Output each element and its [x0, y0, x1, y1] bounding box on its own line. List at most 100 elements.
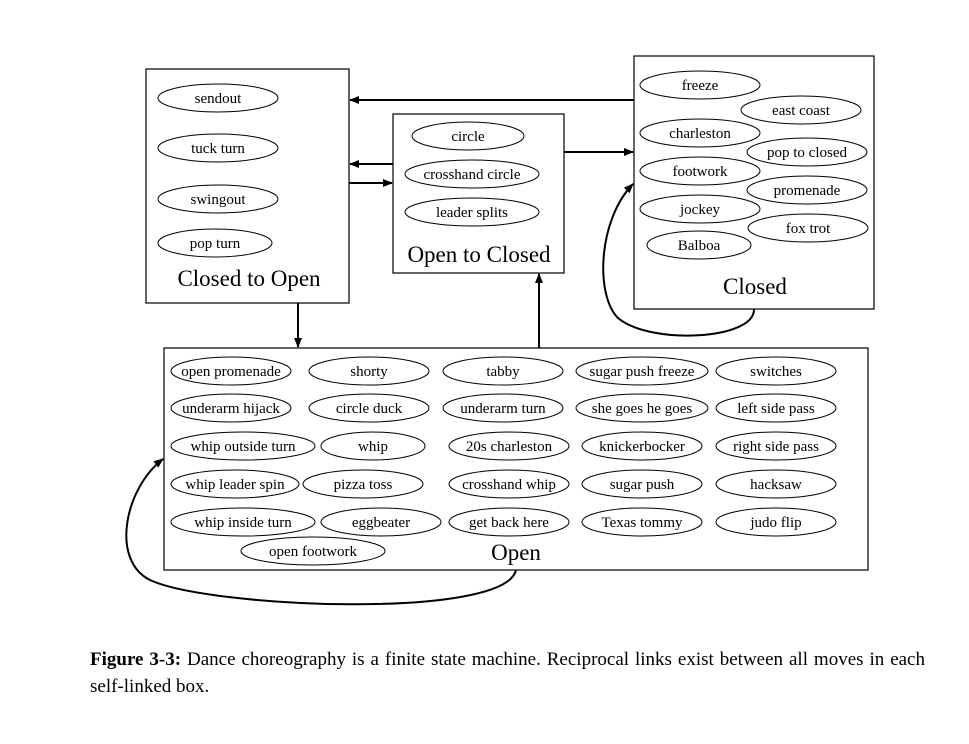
- move-label: knickerbocker: [599, 439, 685, 455]
- move-ellipse: [448, 469, 570, 499]
- move-label: circle: [451, 129, 485, 145]
- caption-label: Figure 3-3:: [90, 649, 182, 670]
- move-fox-trot: fox trot: [747, 213, 869, 243]
- move-ellipse: [157, 228, 273, 258]
- move-shorty: shorty: [308, 356, 430, 386]
- move-label: underarm turn: [460, 401, 546, 417]
- move-circle: circle: [411, 121, 525, 151]
- move-ellipse: [581, 431, 703, 461]
- self-loop-open: [125, 458, 517, 606]
- move-sugar-push-freeze: sugar push freeze: [575, 356, 709, 386]
- move-ellipse: [320, 431, 426, 461]
- move-label: jockey: [679, 202, 720, 218]
- move-label: pizza toss: [334, 477, 393, 493]
- move-ellipse: [646, 230, 752, 260]
- move-swingout: swingout: [157, 184, 279, 214]
- move-ellipse: [157, 133, 279, 163]
- move-ellipse: [581, 507, 703, 537]
- move-tabby: tabby: [442, 356, 564, 386]
- move-ellipse: [715, 393, 837, 423]
- move-label: shorty: [350, 364, 388, 380]
- move-label: sugar push freeze: [590, 364, 695, 380]
- move-label: right side pass: [733, 439, 819, 455]
- move-ellipse: [170, 469, 300, 499]
- caption-text: Dance choreography is a finite state mac…: [90, 649, 925, 697]
- move-ellipse: [404, 159, 540, 189]
- move-label: open promenade: [181, 364, 281, 380]
- move-sendout: sendout: [157, 83, 279, 113]
- move-label: switches: [750, 364, 802, 380]
- move-ellipse: [308, 393, 430, 423]
- move-pop-turn: pop turn: [157, 228, 273, 258]
- move-judo-flip: judo flip: [715, 507, 837, 537]
- move-open-promenade: open promenade: [170, 356, 292, 386]
- move-underarm-hijack: underarm hijack: [170, 393, 292, 423]
- move-ellipse: [442, 393, 564, 423]
- move-label: promenade: [774, 183, 841, 199]
- move-label: leader splits: [436, 205, 508, 221]
- move-whip-inside-turn: whip inside turn: [170, 507, 316, 537]
- move-ellipse: [746, 137, 868, 167]
- move-label: eggbeater: [352, 515, 410, 531]
- move-ellipse: [740, 95, 862, 125]
- move-crosshand-circle: crosshand circle: [404, 159, 540, 189]
- move-underarm-turn: underarm turn: [442, 393, 564, 423]
- move-ellipse: [575, 393, 709, 423]
- move-label: pop turn: [190, 236, 241, 252]
- move-label: crosshand circle: [423, 167, 520, 183]
- move-knickerbocker: knickerbocker: [581, 431, 703, 461]
- move-label: circle duck: [336, 401, 403, 417]
- move-ellipse: [170, 356, 292, 386]
- move-texas-tommy: Texas tommy: [581, 507, 703, 537]
- move-label: charleston: [669, 126, 731, 142]
- move-label: 20s charleston: [466, 439, 553, 455]
- move-ellipse: [170, 431, 316, 461]
- move-label: east coast: [772, 103, 831, 119]
- move-leader-splits: leader splits: [404, 197, 540, 227]
- move-20s-charleston: 20s charleston: [448, 431, 570, 461]
- move-label: tabby: [486, 364, 520, 380]
- move-ellipse: [157, 83, 279, 113]
- move-ellipse: [240, 536, 386, 566]
- move-whip-leader-spin: whip leader spin: [170, 469, 300, 499]
- move-ellipse: [170, 393, 292, 423]
- move-pizza-toss: pizza toss: [302, 469, 424, 499]
- move-ellipse: [715, 469, 837, 499]
- move-label: open footwork: [269, 544, 357, 560]
- move-ellipse: [320, 507, 442, 537]
- move-label: get back here: [469, 515, 549, 531]
- closed-to-open-box: [145, 68, 350, 304]
- move-balboa: Balboa: [646, 230, 752, 260]
- open-title: Open: [491, 540, 541, 565]
- move-label: left side pass: [737, 401, 815, 417]
- move-label: whip: [358, 439, 388, 455]
- move-label: hacksaw: [750, 477, 802, 493]
- closed-title: Closed: [723, 274, 787, 299]
- move-label: sugar push: [610, 477, 675, 493]
- move-label: whip outside turn: [191, 439, 296, 455]
- move-ellipse: [639, 118, 761, 148]
- move-label: footwork: [673, 164, 728, 180]
- self-loop-closed: [602, 183, 756, 337]
- move-ellipse: [157, 184, 279, 214]
- move-jockey: jockey: [639, 194, 761, 224]
- move-ellipse: [639, 194, 761, 224]
- move-whip-outside-turn: whip outside turn: [170, 431, 316, 461]
- move-ellipse: [575, 356, 709, 386]
- move-ellipse: [715, 356, 837, 386]
- move-open-footwork: open footwork: [240, 536, 386, 566]
- move-label: crosshand whip: [462, 477, 556, 493]
- move-tuck-turn: tuck turn: [157, 133, 279, 163]
- move-circle-duck: circle duck: [308, 393, 430, 423]
- moves-layer: sendout tuck turn swingout pop turn circle cr…: [157, 70, 869, 566]
- move-label: swingout: [190, 192, 246, 208]
- move-footwork: footwork: [639, 156, 761, 186]
- move-ellipse: [448, 431, 570, 461]
- move-label: whip inside turn: [194, 515, 292, 531]
- open-to-closed-box: [392, 113, 565, 274]
- move-freeze: freeze: [639, 70, 761, 100]
- open-to-closed-title: Open to Closed: [407, 242, 551, 267]
- move-label: freeze: [682, 78, 719, 94]
- figure-caption: Figure 3-3: Dance choreography is a fini…: [90, 646, 925, 700]
- move-left-side-pass: left side pass: [715, 393, 837, 423]
